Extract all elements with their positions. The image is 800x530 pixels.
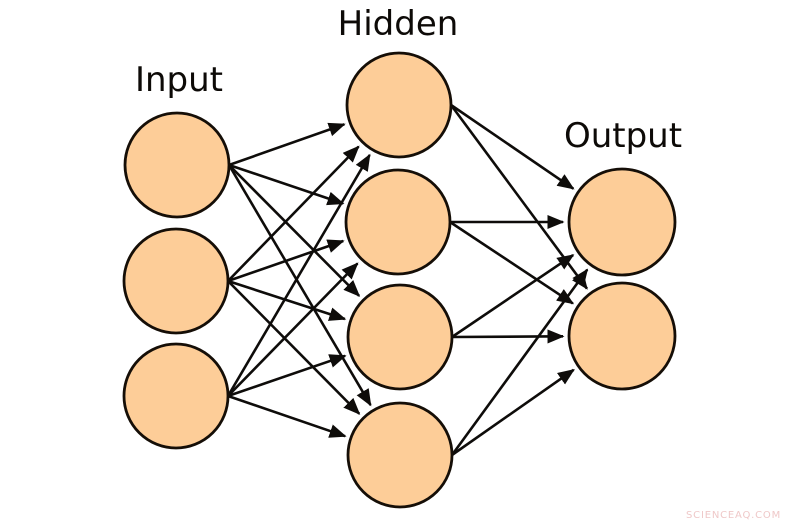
edge-i1-h2 [228, 163, 345, 206]
edge-h3-o2 [451, 329, 565, 344]
input-layer-label: Input [134, 60, 224, 100]
edge-h4-o2 [451, 368, 575, 457]
hidden-node-h1 [345, 51, 453, 159]
edge-h2-o2 [449, 220, 575, 305]
edge-i3-h2 [227, 262, 359, 397]
hidden-node-h2 [344, 168, 452, 276]
edge-i1-h3 [228, 164, 361, 297]
edge-h4-o1 [450, 268, 589, 456]
hidden-node-h4 [346, 401, 454, 509]
hidden-layer-label: Hidden [337, 4, 459, 44]
edge-h3-o1 [451, 253, 575, 339]
nodes-group [122, 51, 677, 509]
input-node-i3 [122, 342, 230, 450]
output-layer-label: Output [563, 116, 683, 156]
output-node-o2 [567, 281, 677, 391]
edges-group [226, 103, 589, 457]
edge-i1-h4 [227, 164, 372, 407]
edge-i1-h1 [228, 122, 346, 167]
edge-i2-h4 [227, 280, 361, 415]
input-node-i2 [122, 227, 230, 335]
input-node-i1 [123, 111, 231, 219]
edge-i3-h4 [227, 394, 347, 438]
edge-i3-h3 [227, 354, 347, 398]
watermark-text: SCIENCEAQ.COM [686, 510, 781, 521]
edge-i2-h3 [227, 279, 347, 321]
hidden-node-h3 [346, 283, 454, 391]
edge-i2-h1 [227, 145, 360, 282]
edge-h1-o1 [450, 103, 575, 190]
output-node-o1 [567, 167, 677, 277]
edge-i3-h1 [226, 153, 371, 397]
edge-i2-h2 [227, 239, 345, 283]
